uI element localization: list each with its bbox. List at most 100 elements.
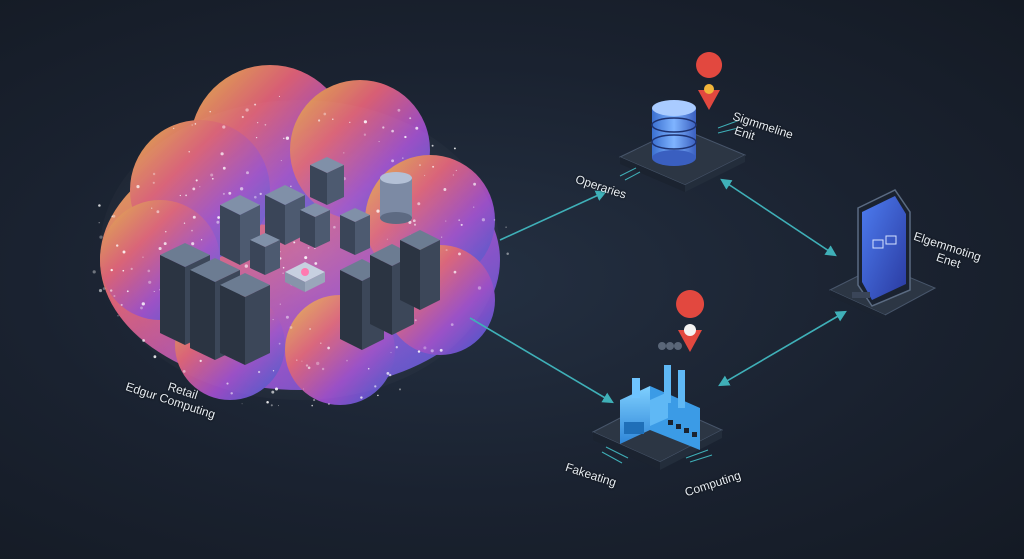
sparkle-dot (239, 187, 244, 191)
sparkle-dot (311, 404, 313, 407)
sparkle-dot (439, 348, 443, 352)
sparkle-dot (122, 269, 125, 272)
sparkle-dot (415, 126, 419, 130)
sparkle-dot (327, 346, 330, 350)
sparkle-dot (217, 216, 220, 219)
sparkle-dot (327, 403, 330, 405)
sparkle-dot (98, 289, 103, 293)
sparkle-dot (473, 182, 476, 186)
sparkle-dot (192, 215, 196, 219)
sparkle-dot (443, 188, 447, 191)
sparkle-dot (318, 119, 321, 122)
sparkle-dot (148, 280, 152, 284)
server-rack-icon (400, 230, 440, 310)
sparkle-dot (257, 370, 261, 374)
sparkle-dot (278, 342, 281, 345)
connector-cloud-to-database (499, 190, 608, 241)
sparkle-dot (382, 126, 385, 129)
sparkle-dot (194, 123, 197, 125)
database-node (618, 52, 747, 192)
sparkle-dot (195, 179, 198, 182)
sparkle-dot (452, 174, 455, 176)
factory-node (591, 290, 724, 470)
database-icon (651, 100, 697, 166)
sparkle-dot (255, 136, 258, 139)
sparkle-dot (367, 367, 370, 370)
sparkle-dot (120, 303, 123, 306)
sparkle-dot (271, 390, 275, 394)
sparkle-dot (363, 133, 367, 136)
sparkle-dot (185, 194, 187, 197)
sparkle-dot (423, 346, 427, 350)
sparkle-dot (506, 252, 509, 255)
sparkle-dot (360, 396, 363, 399)
sparkle-dot (142, 339, 145, 342)
sparkle-dot (253, 195, 257, 199)
server-rack-icon (250, 233, 280, 275)
sparkle-dot (293, 241, 296, 244)
sparkle-dot (290, 185, 292, 187)
sparkle-dot (111, 215, 113, 218)
sparkle-dot (458, 252, 461, 256)
sparkle-dot (450, 323, 454, 326)
sparkle-dot (110, 268, 113, 272)
sparkle-dot (136, 185, 140, 189)
server-rack-icon (310, 157, 344, 205)
sparkle-dot (314, 262, 318, 265)
sparkle-dot (305, 364, 309, 367)
sparkle-dot (179, 194, 181, 197)
sparkle-dot (349, 121, 351, 124)
sparkle-dot (102, 287, 106, 290)
server-rack-icon (300, 203, 330, 248)
sparkle-dot (493, 219, 496, 221)
sparkle-dot (211, 177, 214, 180)
sparkle-dot (259, 192, 262, 196)
sparkle-dot (147, 269, 151, 273)
sparkle-dot (199, 186, 201, 188)
sparkle-dot (314, 247, 316, 250)
sparkle-dot (200, 239, 203, 241)
sparkle-dot (92, 270, 96, 274)
sparkle-dot (460, 223, 463, 226)
sparkle-dot (156, 210, 160, 214)
sparkle-dot (191, 124, 193, 126)
sparkle-dot (417, 350, 421, 353)
sparkle-dot (417, 202, 421, 206)
sparkle-dot (264, 123, 267, 126)
sparkle-dot (246, 171, 249, 175)
sparkle-dot (430, 349, 434, 353)
sparkle-dot (241, 403, 243, 405)
tablet-node (828, 189, 937, 321)
sparkle-dot (397, 108, 401, 112)
sparkle-dot (209, 110, 211, 113)
sparkle-dot (346, 359, 348, 362)
sparkle-dot (323, 112, 327, 116)
sparkle-dot (122, 250, 126, 254)
sparkle-dot (117, 315, 119, 317)
sparkle-dot (173, 127, 175, 130)
sparkle-dot (424, 174, 426, 177)
sparkle-dot (304, 256, 308, 260)
sparkle-dot (130, 267, 133, 271)
sparkle-dot (283, 137, 285, 140)
sparkle-dot (277, 405, 280, 407)
sparkle-dot (389, 373, 392, 377)
factory-icon (620, 365, 700, 450)
sparkle-dot (216, 220, 220, 224)
sparkle-dot (473, 206, 475, 208)
sparkle-dot (151, 207, 153, 209)
database-cylinder-icon (380, 172, 412, 224)
sparkle-dot (316, 361, 320, 366)
sparkle-dot (279, 303, 281, 305)
sparkle-dot (419, 164, 421, 166)
sparkle-dot (505, 226, 507, 229)
sparkle-dot (98, 204, 101, 207)
sparkle-dot (301, 360, 303, 362)
connector-database-to-tablet (720, 178, 837, 257)
sparkle-dot (285, 136, 290, 140)
sparkle-dot (152, 181, 155, 184)
sparkle-dot (182, 370, 186, 373)
sparkle-dot (99, 235, 103, 239)
